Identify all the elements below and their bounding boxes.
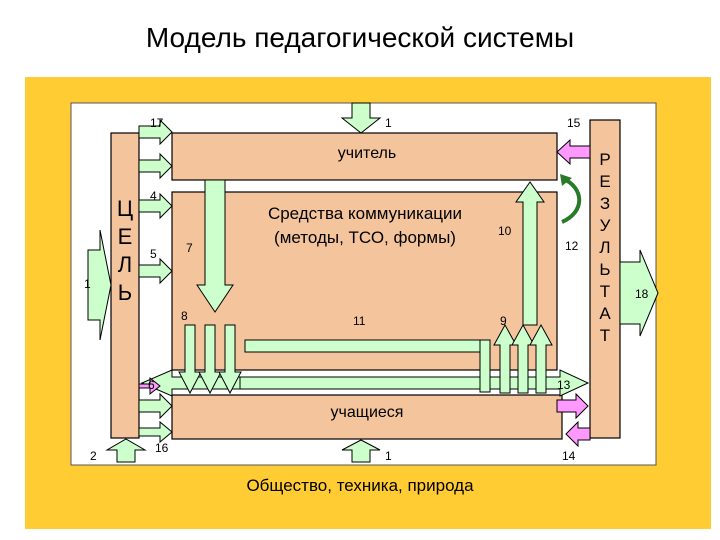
- arrow-students-result: [556, 392, 589, 420]
- num-11: 11: [353, 314, 366, 328]
- num-13: 13: [557, 378, 571, 392]
- arrow-4-upper: [138, 152, 173, 180]
- teacher-label: учитель: [338, 145, 396, 162]
- arrow-12-head: [560, 174, 572, 186]
- num-15: 15: [567, 116, 581, 130]
- num-9: 9: [500, 314, 507, 328]
- arrow-up-2: [511, 323, 535, 394]
- num-2: 2: [90, 449, 97, 463]
- result-letter-3: З: [600, 194, 610, 213]
- arrow-goal-students: [138, 392, 173, 420]
- means-label-line1: Средства коммуникации: [268, 204, 462, 223]
- result-letter-5: Л: [599, 238, 610, 257]
- arrow-5: [138, 257, 173, 285]
- arrow-11: [244, 339, 491, 353]
- arrow-down-1: [178, 324, 202, 395]
- arrow-2: [105, 438, 147, 463]
- num-4: 4: [150, 189, 157, 203]
- arrow-13: [239, 369, 590, 397]
- arrow-1-top: [340, 102, 382, 134]
- arrow-pink-small: [138, 376, 161, 396]
- environment-label: Общество, техника, природа: [246, 476, 474, 495]
- num-10: 10: [498, 224, 512, 238]
- result-letter-7: Т: [600, 282, 610, 301]
- arrow-1-left: [87, 229, 112, 341]
- arrow-up-1: [493, 323, 517, 394]
- num-1-bottom: 1: [385, 449, 392, 463]
- students-box: [171, 394, 563, 440]
- arrow-down-2: [198, 324, 222, 395]
- goal-letter-2: Е: [118, 224, 133, 249]
- num-14: 14: [562, 449, 576, 463]
- result-letter-8: А: [599, 304, 611, 323]
- arrow-4: [138, 192, 173, 220]
- num-1-left: 1: [84, 277, 91, 291]
- goal-letter-4: Ь: [118, 280, 132, 305]
- num-17: 17: [150, 116, 164, 130]
- arrow-18: [619, 249, 659, 337]
- result-letter-6: Ь: [599, 260, 610, 279]
- num-8: 8: [181, 309, 188, 323]
- arrow-up-3: [529, 323, 553, 394]
- result-letter-1: Р: [599, 150, 610, 169]
- result-letter-9: Т: [600, 326, 610, 345]
- goal-letter-3: Л: [118, 252, 132, 277]
- arrow-1-bottom: [341, 439, 381, 463]
- arrow-17: [138, 118, 173, 146]
- students-label: учащиеся: [331, 404, 404, 421]
- teacher-box: [171, 132, 558, 181]
- arrow-down-3: [218, 324, 242, 395]
- result-letter-2: Е: [599, 172, 610, 191]
- goal-letter-1: Ц: [117, 196, 133, 221]
- num-7: 7: [186, 241, 193, 255]
- means-label-line2: (методы, ТСО, формы): [274, 228, 456, 247]
- num-1-top: 1: [385, 116, 392, 130]
- arrow-14: [565, 420, 591, 448]
- arrow-8: [196, 179, 234, 313]
- arrow-11-right-leg: [479, 339, 491, 393]
- num-6: 6: [148, 378, 155, 392]
- num-12: 12: [565, 239, 579, 253]
- arrow-15: [556, 138, 591, 166]
- num-18: 18: [635, 287, 649, 301]
- num-5: 5: [150, 247, 157, 261]
- num-16: 16: [155, 441, 169, 455]
- arrow-10: [515, 181, 545, 326]
- arrow-16: [138, 420, 173, 444]
- page-title: Модель педагогической системы: [145, 22, 575, 53]
- result-letter-4: У: [600, 216, 611, 235]
